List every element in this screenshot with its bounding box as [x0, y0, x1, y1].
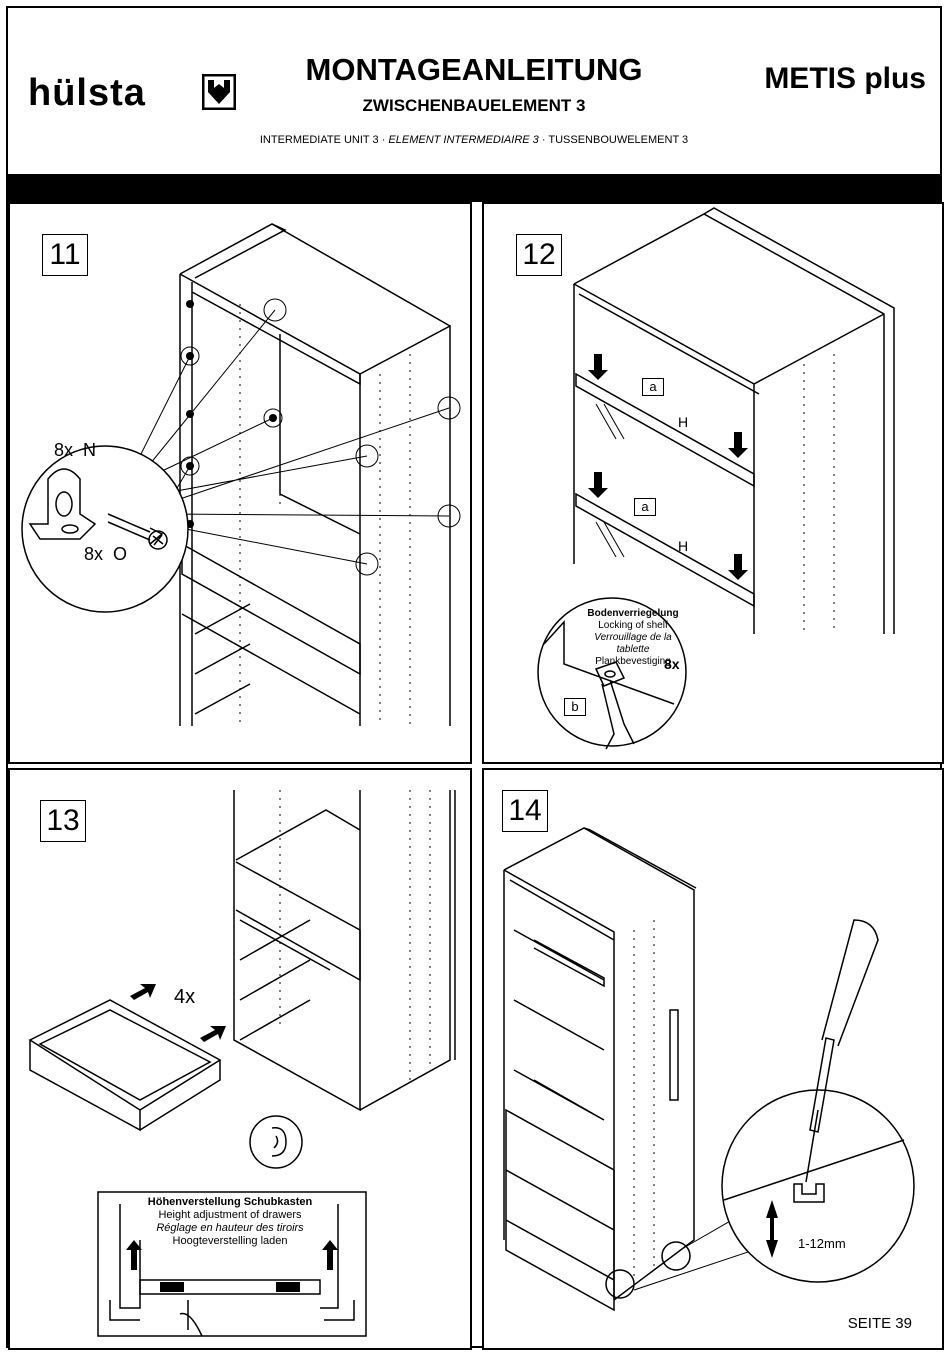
label-h: H — [678, 414, 689, 430]
cabinet-illustration — [21, 223, 461, 726]
translation-fr: ELEMENT INTERMEDIAIRE 3 — [388, 134, 539, 146]
step-number: 12 — [516, 234, 562, 276]
page-title: MONTAGEANLEITUNG — [305, 52, 643, 87]
step-number: 13 — [40, 800, 86, 842]
label-b: b — [564, 698, 586, 716]
step-13-panel: 13 4x Höhenverstellung Schubkasten Heigh… — [8, 768, 472, 1350]
step-number: 11 — [42, 234, 88, 276]
drawer-adjustment-illustration — [503, 827, 915, 1312]
translation-nl: TUSSENBOUWELEMENT 3 — [548, 134, 689, 146]
brand-mark-icon — [202, 74, 236, 110]
label-h: H — [678, 538, 689, 554]
adjustment-note: Höhenverstellung Schubkasten Height adju… — [147, 1196, 313, 1247]
screw-quantity: 8x O — [84, 544, 128, 564]
step-14-panel: 14 1-12mm SEITE 39 — [482, 768, 944, 1350]
translation-en: INTERMEDIATE UNIT 3 — [259, 134, 379, 146]
step-11-panel: 11 8x N 8x O — [8, 202, 472, 764]
shelf-locking-illustration — [537, 207, 895, 750]
step-12-panel: 12 a a H H Bodenverriegelung Locking of … — [482, 202, 944, 764]
label-a: a — [642, 378, 664, 396]
note-title: Höhenverstellung Schubkasten — [147, 1196, 313, 1208]
page-subtitle: ZWISCHENBAUELEMENT 3 — [362, 96, 586, 115]
page-number: SEITE 39 — [847, 1315, 912, 1332]
callout-title: Bodenverriegelung — [587, 608, 679, 619]
label-a: a — [634, 498, 656, 516]
bracket-quantity: 8x N — [54, 440, 97, 460]
drawer-quantity: 4x — [174, 986, 196, 1008]
step-number: 14 — [502, 790, 548, 832]
translations-line: INTERMEDIATE UNIT 3 · ELEMENT INTERMEDIA… — [259, 134, 689, 146]
brand-logo: hülsta — [28, 72, 146, 114]
adjustment-range: 1-12mm — [798, 1236, 846, 1251]
drawer-insert-illustration — [28, 790, 456, 1337]
page-header: hülsta MONTAGEANLEITUNG ZWISCHENBAUELEME… — [8, 8, 940, 174]
callout-quantity: 8x — [664, 656, 680, 672]
product-name: METIS plus — [764, 62, 926, 95]
instruction-page: hülsta MONTAGEANLEITUNG ZWISCHENBAUELEME… — [6, 6, 944, 1350]
header-band — [8, 174, 940, 202]
callout-text: Bodenverriegelung Locking of shelf Verro… — [587, 608, 679, 667]
